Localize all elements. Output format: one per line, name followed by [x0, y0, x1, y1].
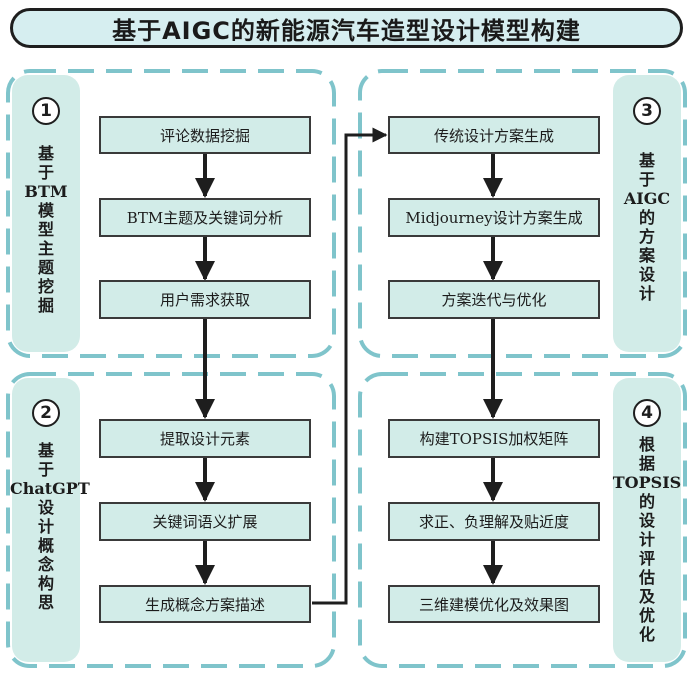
step-generate-concept-description: 生成概念方案描述	[99, 585, 311, 623]
arrow-panel2-to-panel3	[312, 127, 388, 605]
panel-3-number: 3	[633, 97, 661, 125]
panel-3-border	[358, 69, 687, 358]
step-3d-modeling-renderings: 三维建模优化及效果图	[388, 585, 600, 623]
step-keyword-semantic-expansion: 关键词语义扩展	[99, 502, 311, 541]
panel-1-border	[6, 69, 336, 358]
step-traditional-design: 传统设计方案生成	[388, 116, 600, 154]
title-banner: 基于AIGC的新能源汽车造型设计模型构建	[10, 8, 683, 48]
step-iterate-optimize: 方案迭代与优化	[388, 280, 600, 319]
panel-4-number: 4	[633, 399, 661, 427]
step-midjourney-design: Midjourney设计方案生成	[388, 198, 600, 237]
step-extract-design-elements: 提取设计元素	[99, 419, 311, 458]
panel-1-number: 1	[32, 97, 60, 125]
step-btm-topic-analysis: BTM主题及关键词分析	[99, 198, 311, 237]
panel-2-border	[6, 372, 336, 668]
step-comment-data-mining: 评论数据挖掘	[99, 116, 311, 154]
step-ideal-solutions-closeness: 求正、负理解及贴近度	[388, 502, 600, 541]
diagram-title: 基于AIGC的新能源汽车造型设计模型构建	[112, 16, 581, 45]
panel-4-border	[358, 372, 687, 668]
step-topsis-weighted-matrix: 构建TOPSIS加权矩阵	[388, 419, 600, 458]
panel-2-number: 2	[32, 399, 60, 427]
step-user-needs: 用户需求获取	[99, 280, 311, 319]
